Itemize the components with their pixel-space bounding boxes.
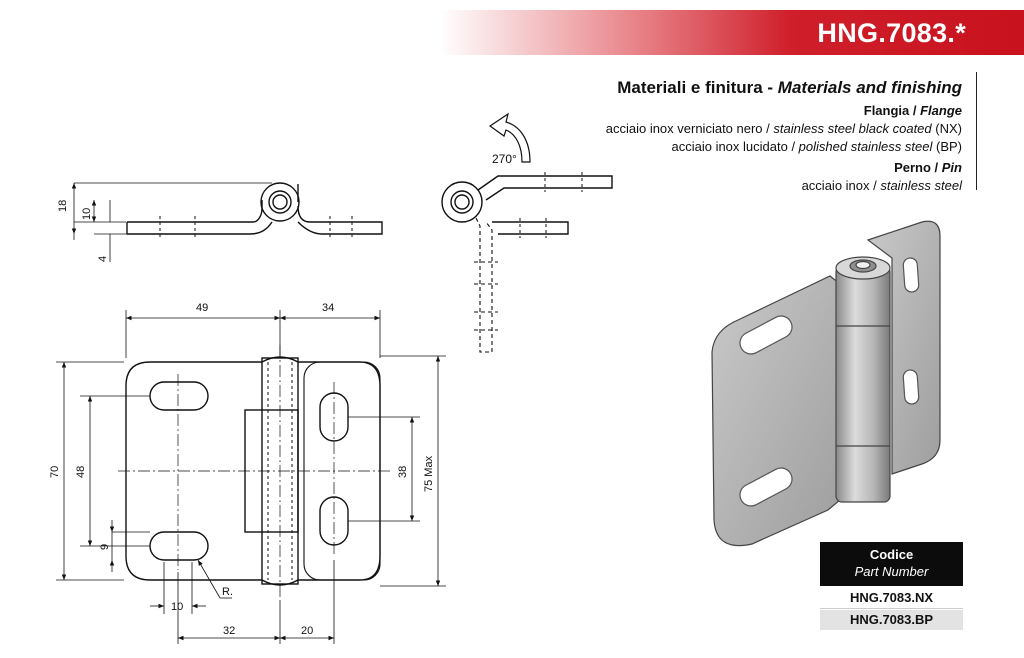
dim-radius: R. (222, 586, 233, 598)
pin-it: Perno / (894, 160, 942, 175)
header-band (440, 10, 1024, 55)
bp-en: polished stainless steel (798, 139, 933, 154)
dim-left-height: 70 (49, 466, 61, 478)
flange-heading: Flangia / Flange (864, 103, 962, 118)
dim-bottom-slot: 10 (171, 601, 183, 613)
nx-it: acciaio inox verniciato nero / (605, 121, 774, 136)
table-header: Codice (869, 547, 914, 562)
pin-material: acciaio inox / stainless steel (802, 178, 962, 193)
flange-material-nx: acciaio inox verniciato nero / stainless… (606, 121, 962, 136)
part-number-header: Codice Part Number (820, 542, 963, 586)
materials-heading-en: Materials and finishing (777, 78, 962, 97)
pin-heading: Perno / Pin (894, 160, 962, 175)
bp-code: (BP) (932, 139, 962, 154)
rotated-flange-dashed (474, 217, 498, 353)
front-dim-lines (56, 310, 446, 644)
part-number-row: HNG.7083.NX (820, 588, 963, 609)
hinge-3d-render (711, 220, 941, 547)
flange-material-bp: acciaio inox lucidato / polished stainle… (671, 139, 962, 154)
materials-heading: Materiali e finitura - Materials and fin… (617, 78, 962, 98)
dim-side-thickness-b: 4 (97, 256, 109, 262)
dim-bottom-left: 32 (223, 625, 235, 637)
dim-side-height: 18 (57, 200, 69, 212)
dim-left-hole-offset: 9 (99, 544, 111, 550)
pin-en: Pin (941, 160, 962, 175)
bp-it: acciaio inox lucidato / (671, 139, 799, 154)
pin-mat-en: stainless steel (880, 178, 962, 193)
pin-mat-it: acciaio inox / (801, 178, 881, 193)
side-view (71, 182, 383, 262)
side-hidden-lines (159, 216, 353, 240)
part-number-row: HNG.7083.BP (820, 610, 963, 630)
dim-bottom-right: 20 (301, 625, 313, 637)
dim-top-left-width: 49 (196, 302, 208, 314)
rotation-label: 270° (492, 152, 517, 166)
rotation-arrow-icon (488, 112, 531, 163)
spec-divider-line (976, 72, 977, 190)
dim-max-length: 75 Max (423, 455, 435, 492)
flange-en: Flange (920, 103, 962, 118)
dim-side-thickness-a: 10 (81, 208, 93, 220)
dim-top-right-width: 34 (322, 302, 334, 314)
rotation-view (441, 172, 613, 353)
flange-it: Flangia / (863, 103, 921, 118)
front-view (56, 310, 446, 644)
dim-left-hole-spacing: 48 (75, 466, 87, 478)
nx-en: stainless steel black coated (773, 121, 932, 136)
table-subheader: Part Number (854, 564, 929, 579)
side-dim-lines (71, 182, 272, 262)
rotation-hidden-lines (519, 172, 583, 238)
materials-heading-it: Materiali e finitura - (617, 78, 778, 97)
product-code-title: HNG.7083.* (817, 18, 966, 48)
dim-right-hole-spacing: 38 (397, 466, 409, 478)
nx-code: (NX) (931, 121, 962, 136)
front-center-lines (118, 345, 392, 600)
